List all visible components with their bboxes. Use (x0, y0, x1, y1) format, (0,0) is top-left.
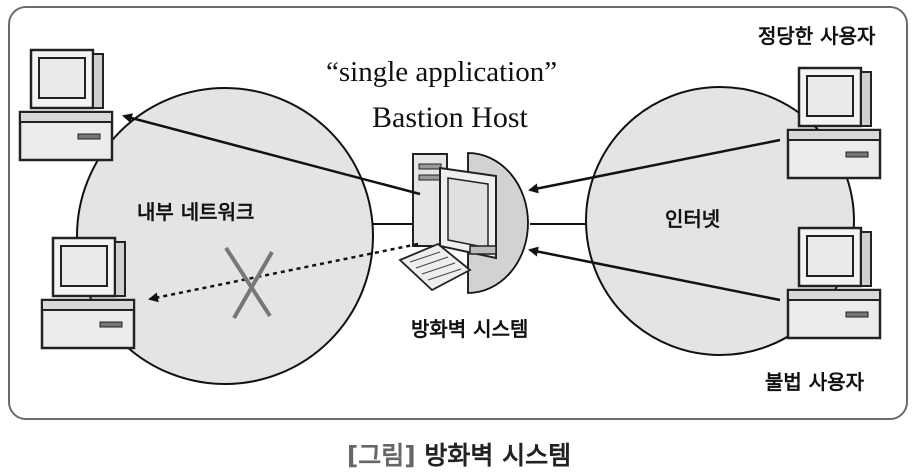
internal-computer-bottom-icon (40, 236, 136, 350)
legit-user-label: 정당한 사용자 (758, 24, 876, 48)
keyboard-icon (398, 242, 472, 292)
bastion-host-label: Bastion Host (372, 101, 528, 134)
arrow-host-to-internal (122, 113, 421, 196)
single-application-label: “single application” (326, 56, 558, 88)
arrow-legit-to-host (528, 138, 781, 194)
blocked-x-icon (224, 246, 274, 319)
bastion-host-computer-icon (412, 153, 497, 260)
caption-tag: [그림] (346, 441, 416, 470)
firewall-system-label: 방화벽 시스템 (411, 317, 529, 341)
arrow-illegal-to-host (528, 246, 781, 302)
internal-network-label: 내부 네트워크 (137, 200, 255, 224)
internal-computer-top-icon (18, 48, 114, 162)
figure-caption: [그림] 방화벽 시스템 (0, 436, 918, 472)
blocked-arrow-dotted (148, 242, 419, 303)
caption-title: 방화벽 시스템 (424, 441, 572, 470)
illegal-user-computer-icon (786, 226, 882, 340)
illegal-user-label: 불법 사용자 (765, 370, 864, 394)
internet-label: 인터넷 (665, 207, 721, 231)
legit-user-computer-icon (786, 66, 882, 180)
